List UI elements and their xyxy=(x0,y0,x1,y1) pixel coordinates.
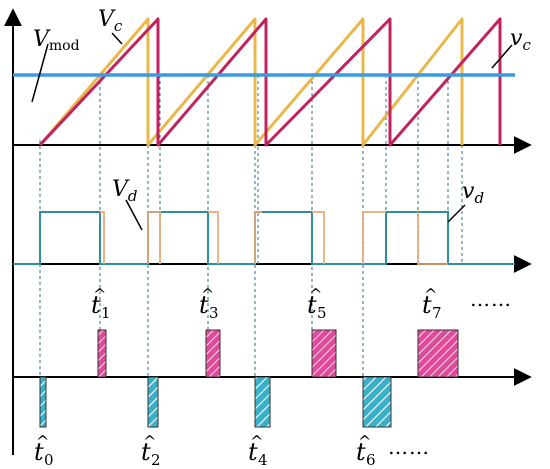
svg-text:7: 7 xyxy=(432,304,442,322)
svg-text:^: ^ xyxy=(424,285,437,304)
svg-text:0: 0 xyxy=(44,451,54,469)
svg-text:^: ^ xyxy=(309,285,322,304)
pulse-v-waveform xyxy=(13,211,515,265)
t6-label: ^ t 6 xyxy=(356,432,376,469)
pulse-V-segment-7 xyxy=(417,212,448,265)
t7-label: ^ t 7 xyxy=(422,285,442,322)
svg-text:t: t xyxy=(356,438,366,466)
svg-text:t: t xyxy=(422,291,432,319)
t1-label: ^ t 1 xyxy=(91,285,111,322)
event-pulse-t0 xyxy=(39,376,47,428)
carrier-V-waveform xyxy=(38,17,464,147)
Vd-label: Vd xyxy=(112,177,138,205)
label-leader-lines xyxy=(31,32,513,231)
t4-label: ^ t 4 xyxy=(248,432,268,469)
event-pulse-t4 xyxy=(254,376,271,428)
pulse-V-segment-3 xyxy=(208,211,219,264)
svg-text:^: ^ xyxy=(93,285,106,304)
svg-text:2: 2 xyxy=(151,451,161,469)
svg-text:t: t xyxy=(34,438,44,466)
pulse-V-segment-5 xyxy=(312,211,325,264)
svg-text:t: t xyxy=(248,438,258,466)
svg-text:t: t xyxy=(307,291,317,319)
pulse-V-segment-2 xyxy=(147,211,161,264)
ellipsis-bottom: …… xyxy=(388,435,430,459)
pulse-V-waveform xyxy=(100,211,105,264)
vmod-label: Vmod xyxy=(33,27,80,54)
vc-label: vc xyxy=(510,26,531,54)
event-pulse-t3 xyxy=(205,329,221,378)
event-pulse-t1 xyxy=(97,329,107,378)
pulse-V-segment-4 xyxy=(254,211,262,264)
svg-text:5: 5 xyxy=(317,304,327,322)
svg-text:^: ^ xyxy=(250,432,263,451)
pulse-V-segment-6 xyxy=(362,211,386,264)
svg-text:^: ^ xyxy=(36,432,49,451)
svg-text:t: t xyxy=(91,291,101,319)
svg-text:^: ^ xyxy=(358,432,371,451)
svg-text:3: 3 xyxy=(209,304,219,322)
event-pulse-t5 xyxy=(311,329,337,378)
t0-label: ^ t 0 xyxy=(34,432,54,469)
svg-text:6: 6 xyxy=(366,451,376,469)
svg-text:1: 1 xyxy=(101,304,111,322)
event-pulse-t6 xyxy=(362,376,392,428)
carrier-v-waveform xyxy=(38,17,502,147)
svg-text:t: t xyxy=(141,438,151,466)
svg-text:^: ^ xyxy=(143,432,156,451)
svg-text:4: 4 xyxy=(258,451,268,469)
event-pulse-t7 xyxy=(417,329,459,378)
svg-text:^: ^ xyxy=(201,285,214,304)
t2-label: ^ t 2 xyxy=(141,432,161,469)
Vc-label: Vc xyxy=(98,7,123,35)
vd-label: vd xyxy=(462,179,484,207)
svg-text:t: t xyxy=(199,291,209,319)
ellipsis-top: …… xyxy=(470,287,512,311)
t5-label: ^ t 5 xyxy=(307,285,327,322)
t3-label: ^ t 3 xyxy=(199,285,219,322)
event-pulse-t2 xyxy=(147,376,159,428)
